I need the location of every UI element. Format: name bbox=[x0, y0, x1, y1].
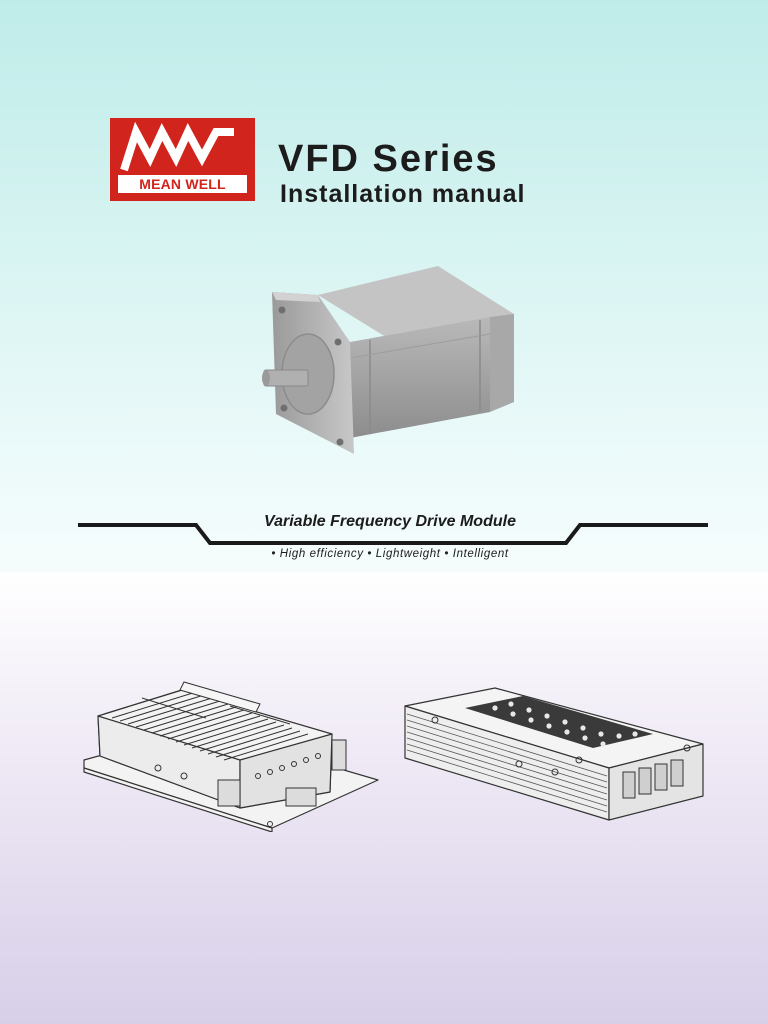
enclosed-module-image bbox=[404, 687, 704, 821]
logo-brand-name: MEAN WELL bbox=[118, 175, 247, 193]
feature-list: • High efficiency • Lightweight • Intell… bbox=[271, 548, 509, 560]
open-frame-module-image bbox=[83, 681, 379, 832]
document-subtitle: Installation manual bbox=[280, 180, 526, 208]
banner-headline: Variable Frequency Drive Module bbox=[264, 513, 516, 530]
stepper-motor-image bbox=[262, 266, 514, 454]
document-title: VFD Series bbox=[278, 138, 499, 180]
mw-monogram-icon bbox=[120, 121, 234, 172]
mean-well-logo: MEAN WELL bbox=[110, 118, 255, 201]
banner-line bbox=[78, 523, 708, 545]
